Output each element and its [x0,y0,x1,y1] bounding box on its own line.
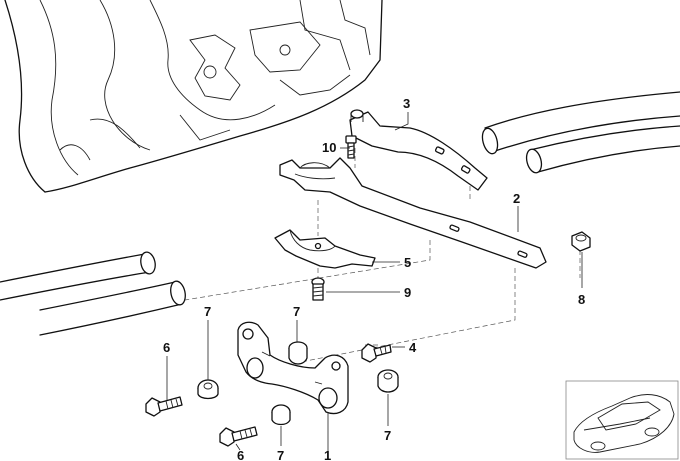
mounting-plate-part-1 [237,321,349,415]
bolt-part-6-a [145,396,183,417]
leader-lines [166,112,583,452]
exhaust-pipes-left [0,251,186,336]
bolt-part-4 [361,343,392,363]
rubber-mount-part-7-c [377,369,399,393]
bolt-part-6-b [219,426,258,447]
callout-7-upper-left: 7 [204,304,211,319]
callout-7-lower-left: 7 [277,448,284,461]
bolt-part-9 [311,277,325,301]
nut-part-8 [571,231,591,252]
callout-7-lower-right: 7 [384,428,391,443]
rubber-mount-part-7-b [288,341,308,365]
clamp-part-5 [274,229,376,269]
callout-4: 4 [409,340,417,355]
callout-9: 9 [404,285,411,300]
rubber-mount-part-7-a [197,379,219,400]
transmission-housing [4,0,383,193]
callout-3: 3 [403,96,410,111]
strap-bracket-part-2 [279,157,547,269]
car-silhouette-icon [573,394,675,453]
alignment-lines [184,148,581,371]
hanger-bracket-part-3 [349,109,488,191]
callout-8: 8 [578,292,585,307]
rubber-mount-part-7-d [271,404,291,426]
callout-2: 2 [513,191,520,206]
callout-6-upper: 6 [163,340,170,355]
callout-7-upper-middle: 7 [293,304,300,319]
callout-6-lower: 6 [237,448,244,461]
callout-5: 5 [404,255,411,270]
callout-1: 1 [324,448,331,461]
callout-10: 10 [322,140,336,155]
bolt-part-10 [345,135,357,159]
car-thumbnail [565,380,679,460]
exhaust-pipes-right [481,91,680,174]
